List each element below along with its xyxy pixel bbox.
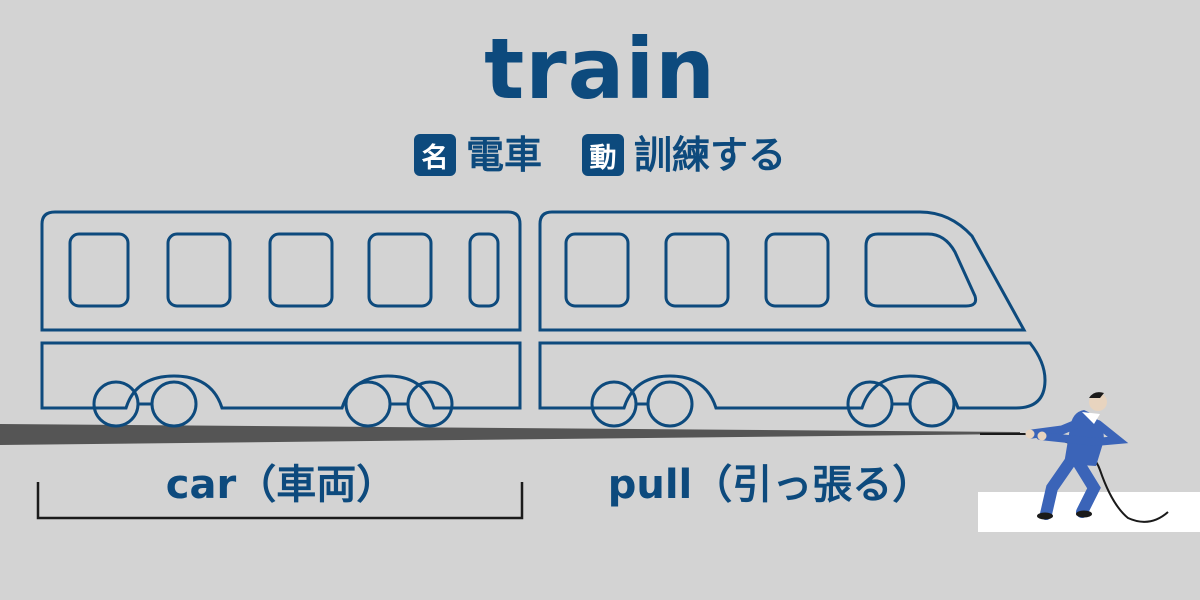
car-label: car（車両） xyxy=(165,462,397,508)
train-car-icon xyxy=(40,210,522,428)
senses-row: 名 電車 動 訓練する xyxy=(0,132,1200,178)
verb-meaning: 訓練する xyxy=(634,133,787,177)
verb-badge: 動 xyxy=(582,134,624,176)
headword: train xyxy=(484,20,716,118)
noun-meaning: 電車 xyxy=(465,133,542,177)
sense-noun: 名 電車 xyxy=(413,132,542,178)
car-bracket xyxy=(36,482,524,520)
sense-verb: 動 訓練する xyxy=(582,132,786,178)
pull-label: pull（引っ張る） xyxy=(607,462,933,508)
pulling-man-icon xyxy=(980,392,1169,523)
noun-badge: 名 xyxy=(413,134,456,176)
locomotive-icon xyxy=(538,210,1047,428)
rail xyxy=(0,424,1020,445)
